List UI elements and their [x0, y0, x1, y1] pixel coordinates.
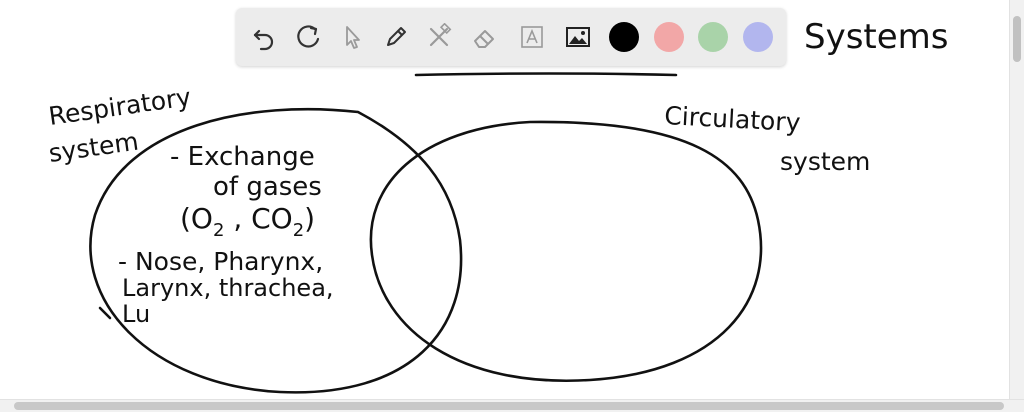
shapes-tool-button[interactable] — [424, 21, 456, 53]
respiratory-circle — [89, 107, 463, 394]
note-organs-line3: Lu — [122, 300, 150, 328]
redo-button[interactable] — [292, 21, 324, 53]
note-exchange-line1: - Exchange — [170, 142, 315, 172]
respiratory-circle-tail — [98, 306, 112, 320]
tools-icon — [429, 23, 452, 47]
circulatory-label-line2: system — [780, 147, 870, 176]
color-blue-swatch[interactable] — [743, 22, 773, 52]
respiratory-label-line2: system — [47, 127, 141, 168]
heading-underline — [414, 72, 678, 77]
note-organs-line1: - Nose, Pharynx, — [118, 247, 323, 276]
image-tool-button[interactable] — [562, 21, 594, 53]
text-tool-button[interactable] — [516, 21, 548, 53]
eraser-tool-button[interactable] — [468, 21, 500, 53]
circulatory-label-line1: Circulatory — [664, 101, 802, 137]
pointer-icon — [346, 26, 360, 49]
undo-icon — [253, 29, 274, 51]
circulatory-circle — [369, 120, 763, 383]
vertical-scrollbar-thumb[interactable] — [1013, 16, 1021, 62]
respiratory-label-line1: Respiratory — [47, 82, 193, 131]
undo-button[interactable] — [248, 21, 280, 53]
note-exchange-line3: (O2 , CO2) — [180, 202, 315, 241]
pencil-icon — [387, 27, 406, 46]
note-organs-line2: Larynx, thrachea, — [122, 274, 334, 302]
heading-title: Systems — [804, 17, 949, 57]
eraser-icon — [474, 30, 494, 48]
vertical-scrollbar[interactable] — [1009, 0, 1024, 400]
drawing-toolbar — [236, 8, 786, 66]
horizontal-scrollbar[interactable] — [0, 399, 1024, 412]
redo-icon — [297, 25, 320, 48]
text-icon — [521, 26, 543, 48]
color-red-swatch[interactable] — [654, 22, 684, 52]
horizontal-scrollbar-thumb[interactable] — [14, 402, 1004, 410]
select-tool-button[interactable] — [336, 21, 368, 53]
pen-tool-button[interactable] — [380, 21, 412, 53]
color-black-swatch[interactable] — [609, 22, 639, 52]
note-exchange-line2: of gases — [213, 172, 322, 202]
color-green-swatch[interactable] — [698, 22, 728, 52]
image-icon — [566, 27, 590, 47]
